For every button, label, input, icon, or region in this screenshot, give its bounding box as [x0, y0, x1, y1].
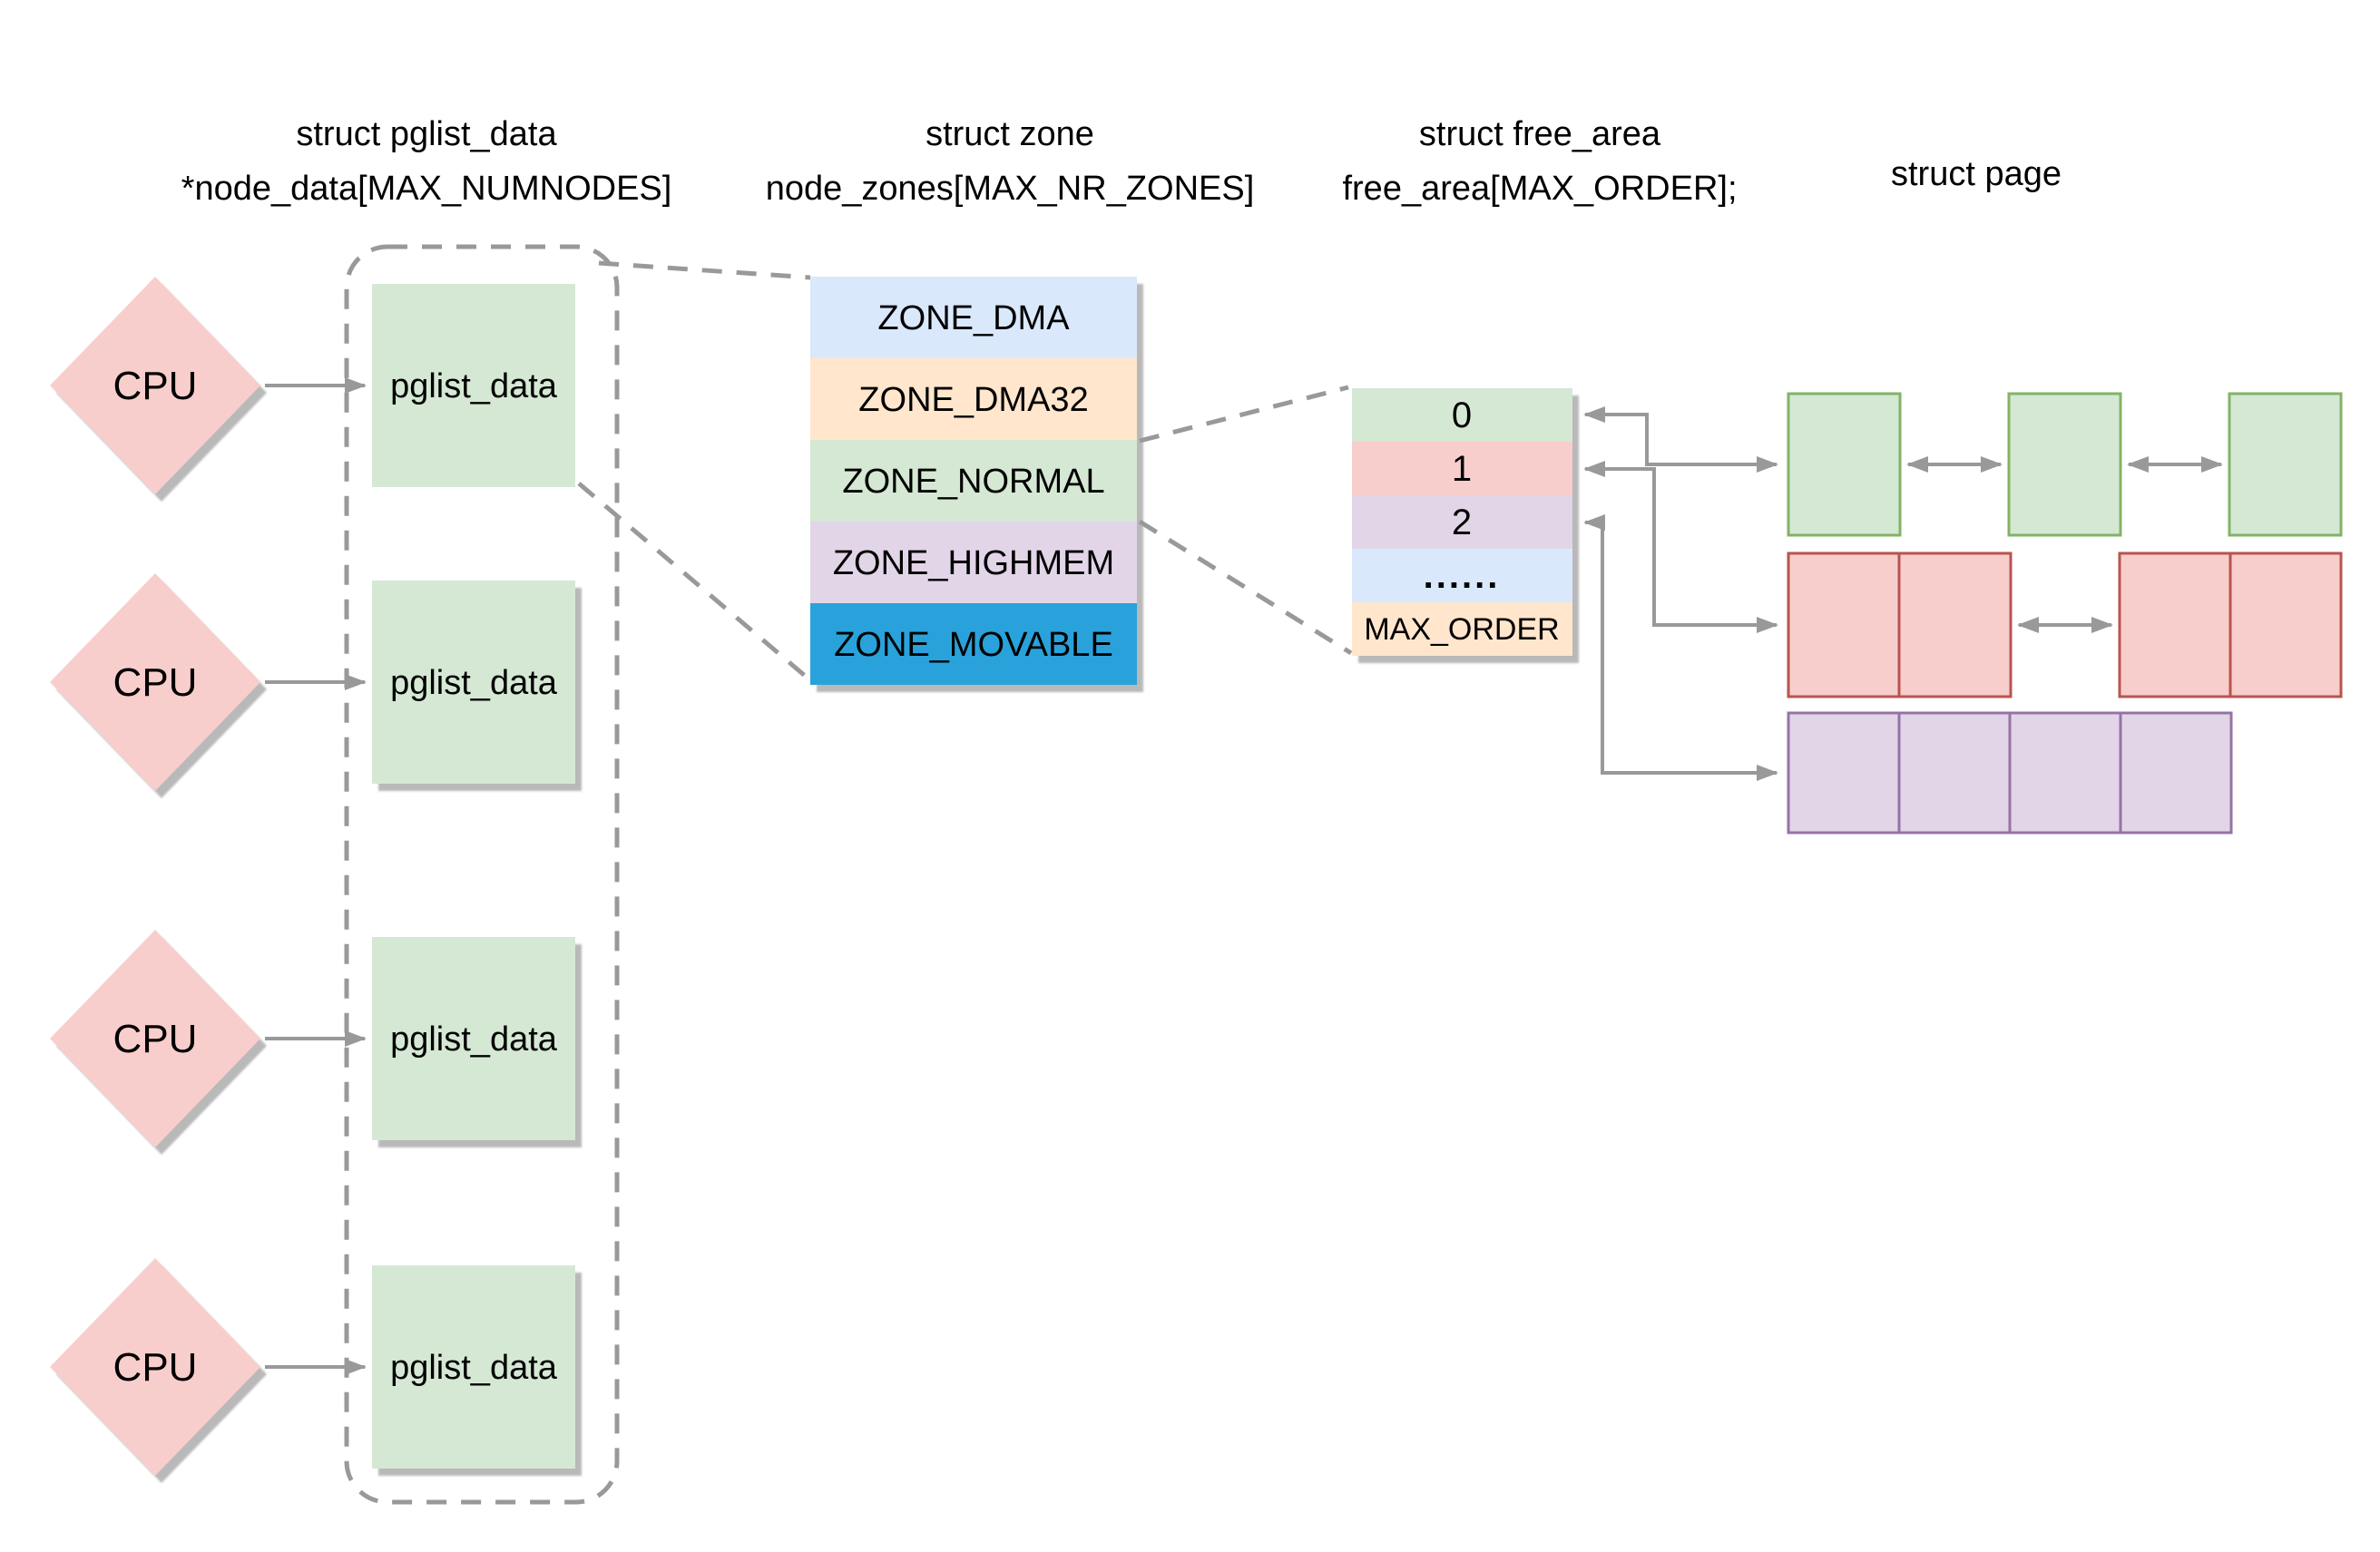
- pglist-data-box: [372, 1265, 575, 1469]
- header-free-area: struct free_area free_area[MAX_ORDER];: [1342, 115, 1737, 208]
- cpu-label: CPU: [113, 660, 198, 705]
- cpu-label: CPU: [113, 364, 198, 408]
- free-area-label-0: 0: [1452, 395, 1472, 435]
- zone-row-movable: [810, 603, 1137, 685]
- cpu-node-row-4: CPU pglist_data: [50, 1258, 575, 1476]
- free-area-row-1: [1352, 442, 1572, 495]
- zone-label-dma: ZONE_DMA: [877, 299, 1070, 337]
- pglist-data-label: pglist_data: [390, 367, 558, 405]
- free-area-row-maxorder: [1352, 602, 1572, 656]
- free-area-row-2: [1352, 495, 1572, 549]
- pglist-data-box: [372, 581, 575, 784]
- header-page-line1: struct page: [1891, 155, 2062, 193]
- header-pglist-data: struct pglist_data *node_data[MAX_NUMNOD…: [181, 115, 672, 208]
- header-zone-line2: node_zones[MAX_NR_ZONES]: [766, 170, 1255, 208]
- zone-stack: [810, 277, 1137, 685]
- node-array-dashed-container: [344, 244, 620, 1505]
- cpu-diamond: [50, 930, 260, 1147]
- header-free-area-line2: free_area[MAX_ORDER];: [1342, 170, 1737, 208]
- pglist-data-label: pglist_data: [390, 1020, 558, 1059]
- pglist-data-label: pglist_data: [390, 1349, 558, 1387]
- header-zone-line1: struct zone: [926, 115, 1094, 153]
- cpu-node-row-2: CPU pglist_data: [50, 573, 575, 791]
- cpu-label: CPU: [113, 1345, 198, 1390]
- expand-line-node-to-zones-top: [598, 260, 811, 280]
- page-block: [2007, 392, 2122, 537]
- page-list-order2: [1787, 711, 2233, 835]
- zone-row-dma: [810, 277, 1137, 358]
- zone-label-normal: ZONE_NORMAL: [842, 463, 1104, 501]
- zone-row-dma32: [810, 358, 1137, 440]
- page-block: [2228, 392, 2343, 537]
- header-pglist-line2: *node_data[MAX_NUMNODES]: [181, 170, 672, 208]
- expand-line-zone-to-freearea-bottom: [1138, 519, 1353, 656]
- pglist-data-box: [372, 284, 575, 487]
- zone-label-dma32: ZONE_DMA32: [858, 381, 1088, 419]
- zone-label-highmem: ZONE_HIGHMEM: [833, 544, 1114, 582]
- header-pglist-line1: struct pglist_data: [296, 115, 557, 153]
- zone-label-movable: ZONE_MOVABLE: [834, 626, 1113, 664]
- cpu-label: CPU: [113, 1017, 198, 1061]
- zone-row-highmem: [810, 522, 1137, 603]
- cpu-diamond: [50, 277, 260, 494]
- zone-row-normal: [810, 440, 1137, 522]
- pglist-data-label: pglist_data: [390, 664, 558, 702]
- connector-order2-to-pages: [1583, 514, 1778, 781]
- cpu-diamond: [50, 1258, 260, 1476]
- cpu-diamond: [50, 573, 260, 791]
- header-zone: struct zone node_zones[MAX_NR_ZONES]: [766, 115, 1255, 208]
- header-free-area-line1: struct free_area: [1419, 115, 1661, 153]
- free-area-table: [1352, 388, 1572, 656]
- free-area-label-1: 1: [1452, 449, 1472, 489]
- free-area-row-dots: [1352, 549, 1572, 602]
- pglist-data-box: [372, 937, 575, 1140]
- header-page: struct page: [1891, 155, 2062, 193]
- expand-line-node-to-zones-bottom: [577, 482, 812, 682]
- expand-line-zone-to-freearea-top: [1139, 385, 1349, 444]
- free-area-label-2: 2: [1452, 503, 1472, 542]
- free-area-label-dots: ......: [1424, 556, 1501, 596]
- page-list-order1: [1787, 551, 2343, 698]
- free-area-row-0: [1352, 388, 1572, 442]
- cpu-node-row-1: CPU pglist_data: [50, 277, 575, 494]
- free-area-label-maxorder: MAX_ORDER: [1364, 612, 1559, 647]
- page-block: [1787, 392, 1902, 537]
- cpu-node-row-3: CPU pglist_data: [50, 930, 575, 1147]
- page-list-order0: [1787, 392, 2343, 537]
